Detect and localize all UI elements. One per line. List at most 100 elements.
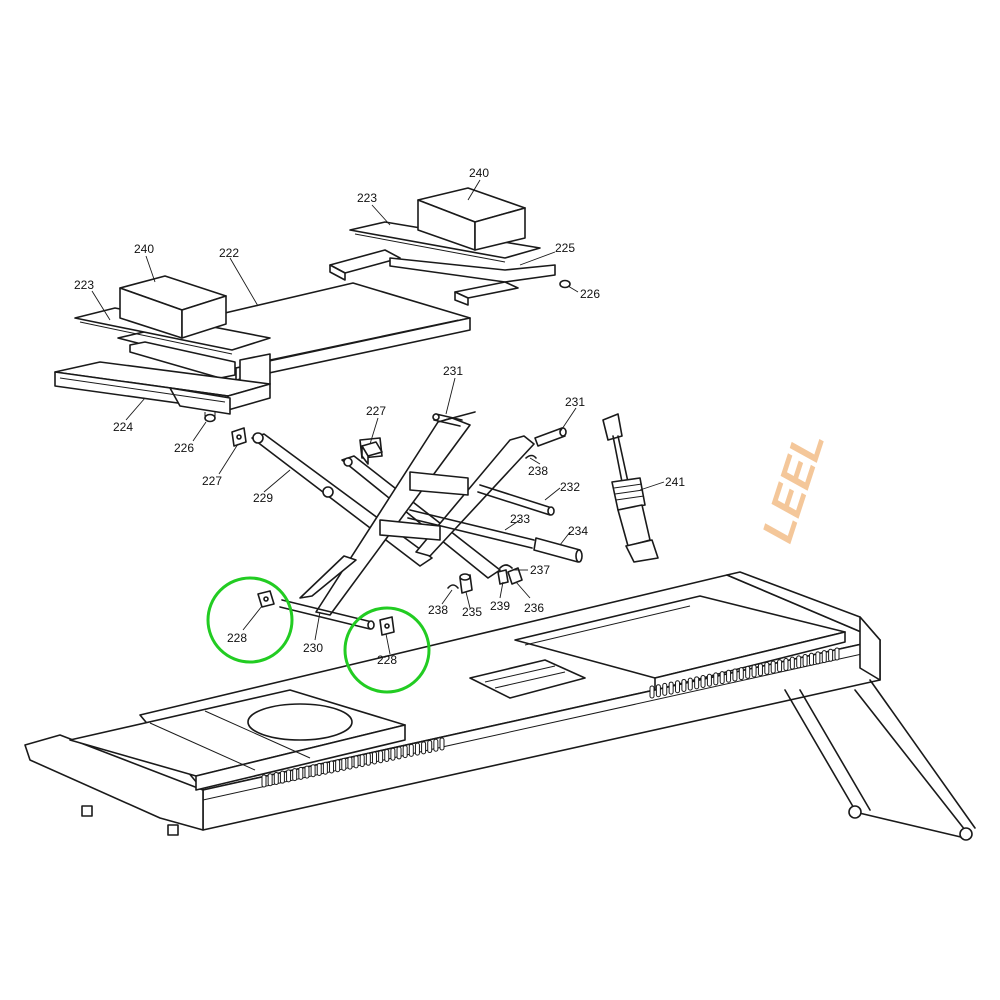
rail-slot <box>732 668 738 682</box>
rail-slot <box>764 661 770 675</box>
rail-slot <box>662 682 668 696</box>
rail-slot <box>675 680 681 694</box>
rail-slot <box>286 769 292 783</box>
rail-slot <box>783 657 789 671</box>
rail-slot <box>316 763 322 777</box>
rail-slot <box>402 745 408 759</box>
rail-slot <box>427 740 433 754</box>
callout-238-top: 238 <box>528 464 548 478</box>
callout-labels: 240 223 225 226 240 222 223 224 226 227 … <box>74 166 685 667</box>
callout-224: 224 <box>113 420 133 434</box>
rail-slot <box>745 665 751 679</box>
callout-227-left: 227 <box>202 474 222 488</box>
rail-slot <box>700 675 706 689</box>
callout-223-left: 223 <box>74 278 94 292</box>
rail-slot <box>335 759 341 773</box>
rail-slot <box>396 746 402 760</box>
rail-slot <box>421 741 427 755</box>
main-plate-222 <box>117 282 471 381</box>
rail-slot <box>408 743 414 757</box>
callout-229: 229 <box>253 491 273 505</box>
rail-slot <box>821 650 827 664</box>
callout-232: 232 <box>560 480 580 494</box>
callout-227-top: 227 <box>366 404 386 418</box>
rail-slot <box>777 659 783 673</box>
callout-leaders <box>91 179 665 655</box>
callout-225: 225 <box>555 241 575 255</box>
rail-slot <box>304 765 310 779</box>
rail-slot <box>796 655 802 669</box>
rail-slot <box>808 652 814 666</box>
rod-230 <box>279 599 375 630</box>
rail-slot <box>384 748 390 762</box>
shaft-232 <box>477 484 555 516</box>
rail-slot <box>694 676 700 690</box>
bracket-228-right <box>379 616 395 636</box>
rail-slot <box>353 755 359 769</box>
callout-234: 234 <box>568 524 588 538</box>
rail-slot <box>713 672 719 686</box>
callout-236: 236 <box>524 601 544 615</box>
callout-228-right: 228 <box>377 653 397 667</box>
rail-slot <box>322 761 328 775</box>
rail-slot <box>390 747 396 761</box>
rail-slot <box>706 673 712 687</box>
rail-slot <box>433 738 439 752</box>
pin-234 <box>533 537 583 563</box>
callout-235: 235 <box>462 605 482 619</box>
callout-231-right: 231 <box>565 395 585 409</box>
block-227-top <box>361 441 383 465</box>
rail-slot <box>726 669 732 683</box>
callout-240-left: 240 <box>134 242 154 256</box>
rail-slot <box>267 773 273 787</box>
callout-222: 222 <box>219 246 239 260</box>
highlight-circle-228-right <box>343 606 431 694</box>
callout-241: 241 <box>665 475 685 489</box>
base-frame <box>24 571 976 841</box>
watermark-text: LEEL <box>753 426 834 548</box>
rail-slot <box>310 764 316 778</box>
callout-237: 237 <box>530 563 550 577</box>
rail-slot <box>815 651 821 665</box>
roller-235 <box>459 573 473 594</box>
rail-slot <box>687 677 693 691</box>
callout-223-right: 223 <box>357 191 377 205</box>
rail-slot <box>649 685 655 699</box>
pin-226-upper <box>559 279 571 289</box>
rail-slot <box>279 770 285 784</box>
rail-slot <box>834 647 840 661</box>
clip-238-top <box>525 454 537 459</box>
rail-slot <box>292 768 298 782</box>
rail-slot <box>439 737 445 751</box>
rail-slot <box>371 751 377 765</box>
pin-226-lower <box>204 412 216 423</box>
rail-slot <box>719 671 725 685</box>
callout-226-lower: 226 <box>174 441 194 455</box>
slot-rail <box>261 737 445 788</box>
rail-slot <box>341 757 347 771</box>
rubber-block-240-right <box>417 187 526 251</box>
callout-240-right: 240 <box>469 166 489 180</box>
rail-slot <box>261 774 267 788</box>
rail-slot <box>802 654 808 668</box>
block-227-left <box>231 427 247 447</box>
highlight-circle-228-left <box>206 576 294 664</box>
rail-slot <box>273 771 279 785</box>
rail-slot <box>298 766 304 780</box>
callout-239: 239 <box>490 599 510 613</box>
rail-slot <box>681 678 687 692</box>
rail-slot <box>414 742 420 756</box>
rail-slot <box>329 760 335 774</box>
clip-237 <box>499 564 513 569</box>
pin-231-top <box>432 413 463 427</box>
rail-slot <box>757 663 763 677</box>
rail-slot <box>770 660 776 674</box>
rail-slot <box>828 648 834 662</box>
scissor-assembly <box>231 411 583 636</box>
rail-slot <box>789 656 795 670</box>
rail-slot <box>378 750 384 764</box>
bracket-228-left <box>257 590 275 608</box>
shaft-233 <box>407 509 535 549</box>
rail-slot <box>751 664 757 678</box>
